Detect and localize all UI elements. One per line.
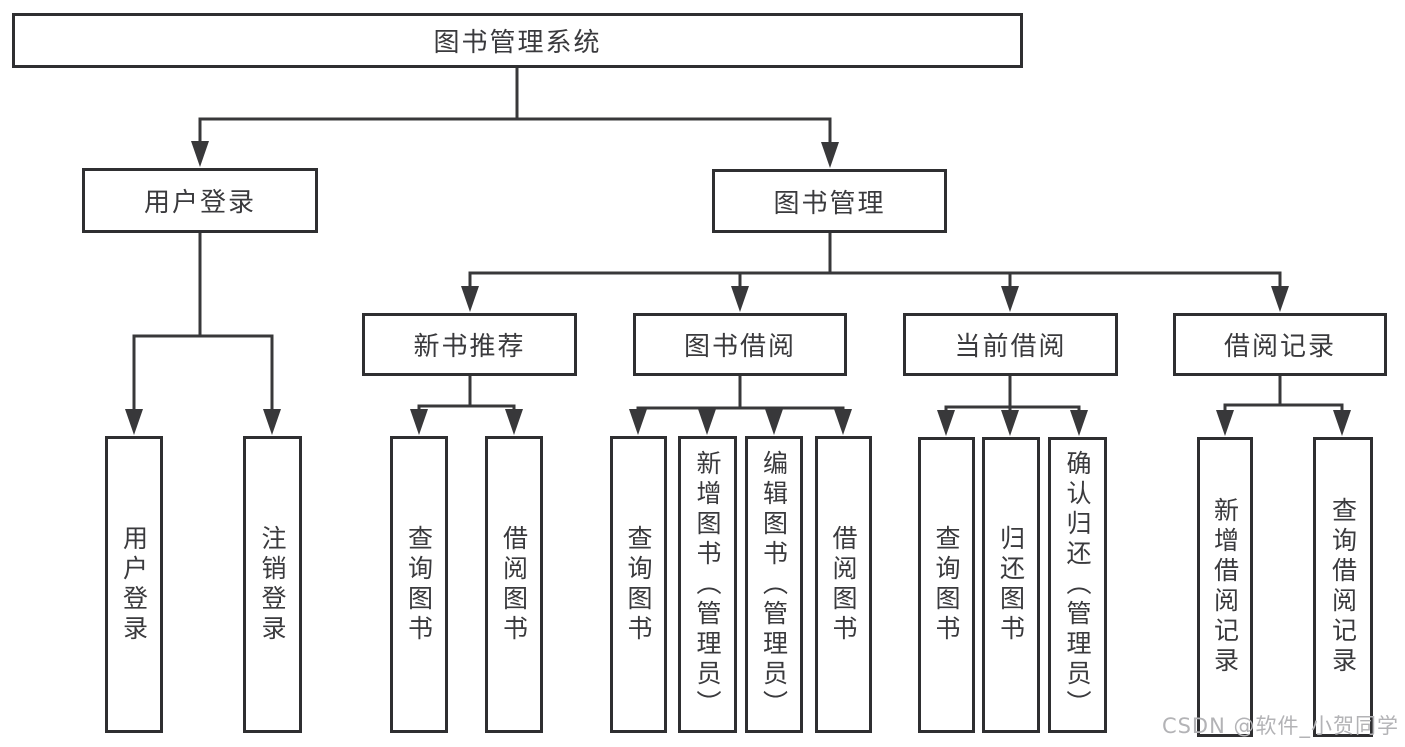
- arrowhead-icon: [1001, 410, 1019, 436]
- arrowhead-icon: [505, 409, 523, 435]
- arrowhead-icon: [125, 409, 143, 435]
- node-label: 用户登录: [119, 524, 149, 645]
- arrowhead-icon: [834, 409, 852, 435]
- node-new-book-recommend: 新书推荐: [362, 313, 577, 376]
- node-label: 查询图书: [404, 524, 434, 645]
- arrowhead-icon: [629, 409, 647, 435]
- arrowhead-icon: [765, 409, 783, 435]
- node-leaf-return-books: 归还图书: [982, 437, 1040, 733]
- node-leaf-edit-books-admin: 编辑图书（管理员）: [745, 436, 803, 733]
- arrowhead-icon: [698, 409, 716, 435]
- node-label: 当前借阅: [954, 332, 1067, 362]
- arrowhead-icon: [410, 409, 428, 435]
- node-leaf-query-books-current: 查询图书: [918, 437, 975, 733]
- node-label: 归还图书: [996, 525, 1026, 645]
- node-label: 编辑图书（管理员）: [759, 449, 789, 720]
- arrowhead-icon: [937, 410, 955, 436]
- node-leaf-query-borrow-record: 查询借阅记录: [1313, 437, 1373, 737]
- node-label: 确认归还（管理员）: [1063, 450, 1092, 720]
- node-leaf-add-borrow-record: 新增借阅记录: [1197, 437, 1253, 737]
- node-leaf-query-books-rec: 查询图书: [390, 436, 448, 733]
- node-label: 查询图书: [932, 525, 961, 645]
- node-leaf-logout: 注销登录: [243, 436, 302, 733]
- node-borrowing-records: 借阅记录: [1173, 313, 1387, 376]
- arrowhead-icon: [191, 141, 209, 167]
- node-leaf-borrow-books: 借阅图书: [815, 436, 872, 733]
- arrowhead-icon: [821, 142, 839, 168]
- node-label: 用户登录: [143, 188, 256, 218]
- node-leaf-confirm-return-admin: 确认归还（管理员）: [1048, 437, 1107, 733]
- node-root: 图书管理系统: [12, 13, 1023, 68]
- arrowhead-icon: [1271, 286, 1289, 312]
- node-label: 借阅图书: [499, 524, 529, 645]
- arrowhead-icon: [731, 286, 749, 312]
- node-label: 查询图书: [624, 524, 653, 645]
- node-label: 注销登录: [258, 524, 287, 645]
- node-leaf-query-books-borrow: 查询图书: [610, 436, 667, 733]
- node-label: 新书推荐: [413, 332, 526, 362]
- node-leaf-borrow-books-rec: 借阅图书: [485, 436, 543, 733]
- node-book-management: 图书管理: [712, 169, 947, 233]
- arrowhead-icon: [1333, 410, 1351, 436]
- csdn-watermark: CSDN @软件_小贺同学: [1161, 714, 1399, 738]
- node-leaf-user-login: 用户登录: [105, 436, 163, 733]
- node-label: 图书管理: [773, 188, 886, 219]
- node-label: 图书管理系统: [433, 28, 602, 58]
- node-current-borrowing: 当前借阅: [903, 313, 1118, 376]
- node-leaf-add-books-admin: 新增图书（管理员）: [678, 436, 737, 733]
- node-book-borrowing: 图书借阅: [633, 313, 847, 376]
- node-label: 图书借阅: [683, 332, 796, 362]
- node-label: 新增借阅记录: [1210, 497, 1240, 677]
- node-label: 借阅记录: [1223, 332, 1336, 362]
- arrowhead-icon: [263, 409, 281, 435]
- node-label: 新增图书（管理员）: [693, 449, 722, 720]
- arrowhead-icon: [1001, 286, 1019, 312]
- arrowhead-icon: [461, 286, 479, 312]
- node-label: 借阅图书: [829, 524, 858, 645]
- arrowhead-icon: [1070, 410, 1088, 436]
- arrowhead-icon: [1216, 410, 1234, 436]
- node-label: 查询借阅记录: [1328, 497, 1358, 677]
- node-user-login-group: 用户登录: [82, 168, 318, 233]
